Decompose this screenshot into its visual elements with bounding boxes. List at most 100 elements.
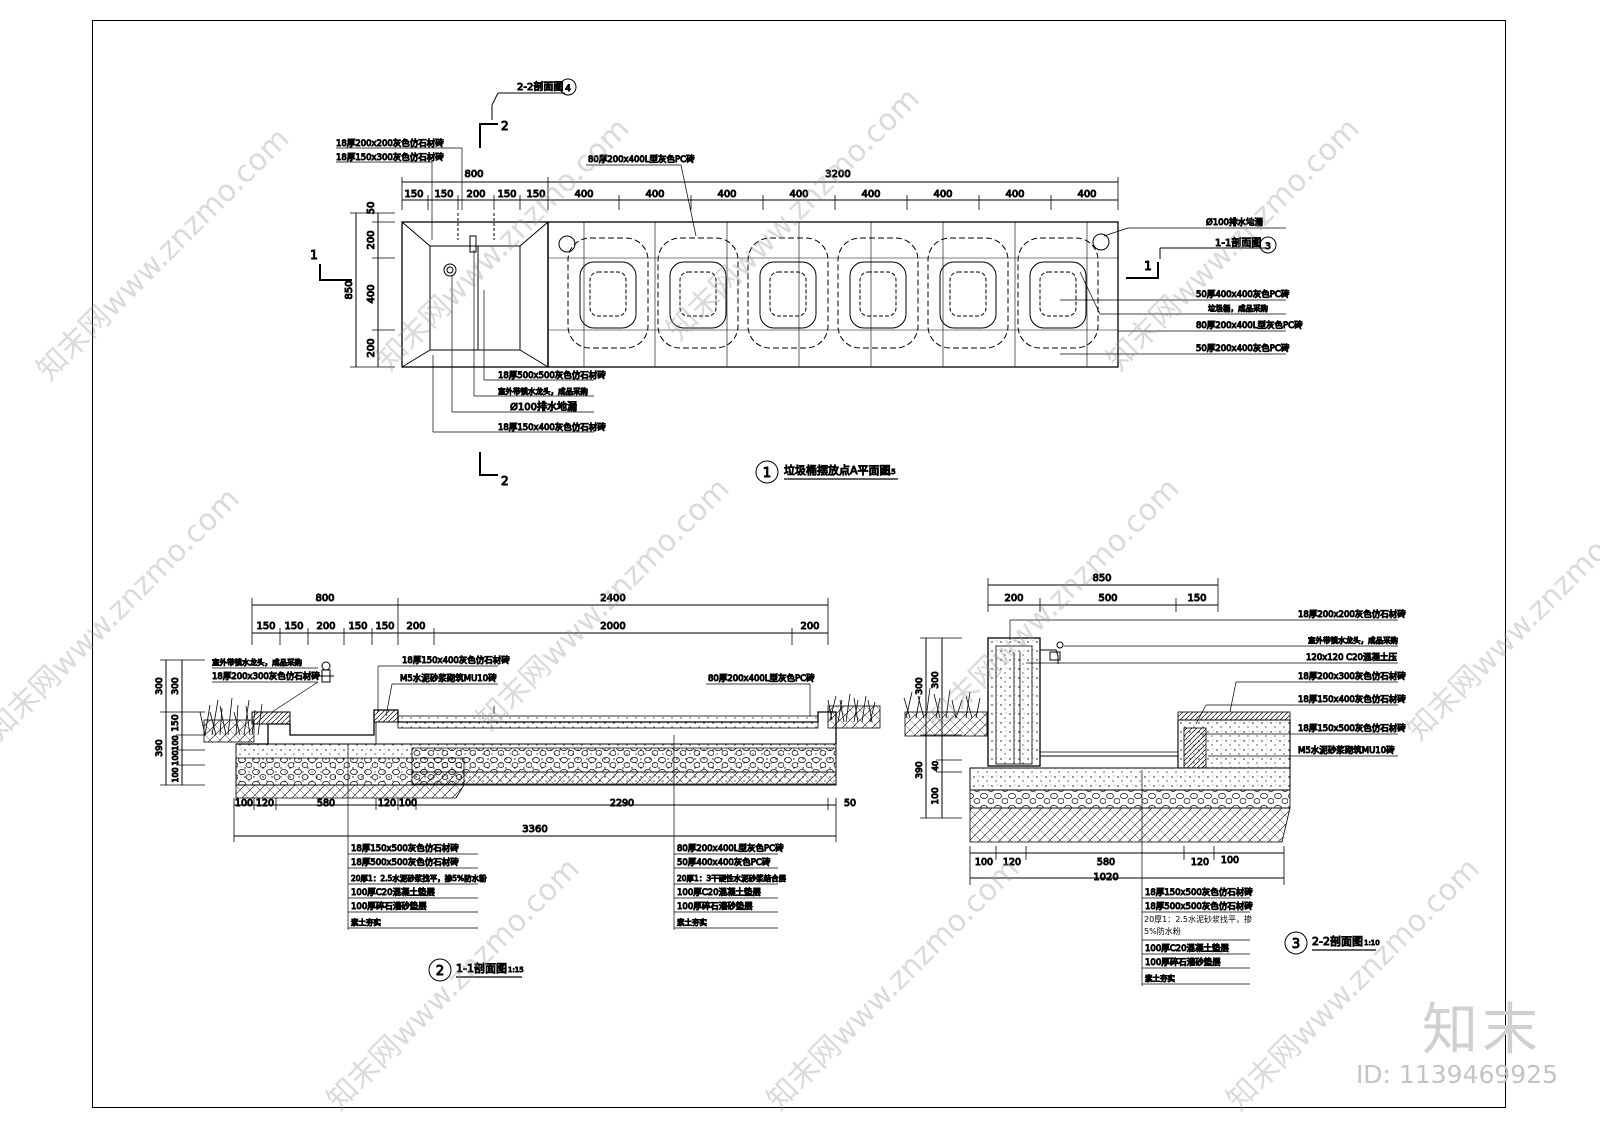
plan-title-scale: 1:15 xyxy=(880,468,896,476)
trash-bin-body xyxy=(849,261,907,329)
trash-bin-outline xyxy=(567,237,649,349)
trash-bin-body xyxy=(1029,261,1087,329)
trash-bin-body xyxy=(669,261,727,329)
s22-title-scale: 1:10 xyxy=(1364,939,1380,947)
s11-dim-left-inner: 150 xyxy=(171,714,181,731)
s11-dim-left-outer: 300 xyxy=(155,677,165,694)
plan-dim-bay: 400 xyxy=(574,189,593,200)
s11-title: 1-1剖面图 xyxy=(456,961,507,975)
s22-dim-bot: 120 xyxy=(1191,857,1209,868)
plan-label-b-0: 18厚500x500灰色仿石材砖 xyxy=(498,370,606,381)
s11-dim-sub: 150 xyxy=(375,621,394,632)
plan-dim-left-sub: 200 xyxy=(366,338,377,357)
s22-dim-left-inner: 40 xyxy=(931,761,940,771)
s11-label-top-1: 18厚200x300灰色仿石材砖 xyxy=(212,671,320,682)
trash-bin-outline xyxy=(837,237,919,349)
s22-dim-bot: 580 xyxy=(1097,857,1115,868)
plan-label-b-1: 室外带锁水龙头，成品采购 xyxy=(498,386,588,396)
s22-dim-total: 850 xyxy=(1092,573,1111,584)
plan-dim-sub: 150 xyxy=(497,189,516,200)
s11-dim-left-inner: 100 xyxy=(171,750,180,765)
trash-bin-lid xyxy=(949,271,987,317)
trash-bin-body xyxy=(939,261,997,329)
plan-dim-bay: 400 xyxy=(1077,189,1096,200)
section-marker-1-right: 1 xyxy=(1144,259,1152,273)
s11-legend-left: 100厚C20混凝土垫层 xyxy=(351,887,435,898)
s11-dim-sub: 150 xyxy=(284,621,303,632)
callout-22-num: 4 xyxy=(565,84,571,94)
plan-label-r-2: 垃圾桶，成品采购 xyxy=(1208,303,1268,313)
plan-dim-left-sub: 400 xyxy=(366,284,377,303)
trash-bin-lid xyxy=(1039,271,1077,317)
s22-legend: 18厚500x500灰色仿石材砖 xyxy=(1145,901,1253,912)
s22-legend: 100厚碎石灌砂垫层 xyxy=(1145,957,1221,968)
s11-label-top-0: 室外带锁水龙头，成品采购 xyxy=(212,657,302,667)
s22-title: 2-2剖面图 xyxy=(1312,934,1363,948)
s22-label-r: 18厚150x400灰色仿石材砖 xyxy=(1298,694,1406,705)
s11-dim-left-inner: 100 xyxy=(171,735,180,750)
plan-dim-bay: 400 xyxy=(1005,189,1024,200)
plan-label-b-3: 18厚150x400灰色仿石材砖 xyxy=(498,422,606,433)
s11-label-top-3: M5水泥砂浆砌筑MU10砖 xyxy=(400,673,497,684)
section-marker-2-bottom: 2 xyxy=(501,474,509,488)
trash-bin-lid xyxy=(859,271,897,317)
s22-dim-left-inner: 300 xyxy=(931,671,941,688)
section-marker-2-top: 2 xyxy=(501,119,509,133)
brand-logo: 知末 xyxy=(1422,998,1542,1063)
section-marker-1-left: 1 xyxy=(310,248,318,262)
s22-dim-total: 1020 xyxy=(1093,872,1118,883)
s22-dim-left-outer: 300 xyxy=(915,677,925,694)
s11-dim-sub: 2000 xyxy=(600,621,625,632)
s22-dim-sub: 150 xyxy=(1187,593,1206,604)
plan-label-top-mid: 80厚200x400L型灰色PC砖 xyxy=(588,154,695,165)
s22-label-r: M5水泥砂浆砌筑MU10砖 xyxy=(1298,745,1395,756)
s11-dim-sub: 150 xyxy=(256,621,275,632)
plan-dim-left-sub: 50 xyxy=(366,202,377,215)
image-id: ID: 1139469925 xyxy=(1355,1060,1558,1089)
trash-bin-outline xyxy=(927,237,1009,349)
s22-dim-bot: 100 xyxy=(1221,855,1239,866)
s11-dim-left-inner: 300 xyxy=(171,677,181,694)
plan-dim-sub: 150 xyxy=(434,189,453,200)
plan-view: 3200 800 150 150 200 150 150 400 400 400… xyxy=(310,78,1304,489)
trash-bin-body xyxy=(579,261,637,329)
plan-bin-area xyxy=(547,221,1119,368)
s22-dim-sub: 200 xyxy=(1004,593,1023,604)
s22-legend-wrap: 20厚1：2.5水泥砂浆找平，掺5%防水粉 xyxy=(1144,915,1252,936)
s11-dim-right: 2400 xyxy=(600,593,625,604)
s11-dim-sub: 150 xyxy=(348,621,367,632)
callout-22-label: 2-2剖面图 xyxy=(517,80,563,93)
s11-legend-left: 素土夯实 xyxy=(351,917,381,927)
plan-dim-left-group: 800 xyxy=(464,169,483,180)
s22-dim-left-inner: 100 xyxy=(931,787,941,804)
s22-dim-sub: 500 xyxy=(1098,593,1117,604)
plan-dim-sub: 150 xyxy=(526,189,545,200)
s11-legend-left: 18厚150x500灰色仿石材砖 xyxy=(351,843,459,854)
plan-dim-bay: 400 xyxy=(717,189,736,200)
callout-11-num: 3 xyxy=(1265,242,1271,252)
s22-title-number: 3 xyxy=(1292,937,1300,952)
s11-legend-right: 100厚碎石灌砂垫层 xyxy=(677,901,753,912)
faucet-icon xyxy=(318,661,334,683)
trash-bin-outline xyxy=(747,237,829,349)
s11-dim-left: 800 xyxy=(315,593,334,604)
plan-dim-sub: 200 xyxy=(466,189,485,200)
s11-legend-right: 80厚200x400L型灰色PC砖 xyxy=(677,843,784,854)
plan-label-r-1: 50厚400x400灰色PC砖 xyxy=(1196,289,1290,300)
plan-title-number: 1 xyxy=(763,466,771,481)
s22-legend: 素土夯实 xyxy=(1145,973,1175,983)
plan-dim-left-total: 850 xyxy=(344,280,355,299)
s11-legend-right: 100厚C20混凝土垫层 xyxy=(677,887,761,898)
trash-bin-outline xyxy=(1017,237,1099,349)
s22-dim-bot: 100 xyxy=(975,857,993,868)
s22-legend: 20厚1：2.5水泥砂浆找平，掺5%防水粉 xyxy=(1144,915,1252,936)
s22-legend: 100厚C20混凝土垫层 xyxy=(1145,943,1229,954)
s11-legend-right: 素土夯实 xyxy=(677,917,707,927)
trash-bin-body xyxy=(759,261,817,329)
plan-label-r-0: Ø100排水地漏 xyxy=(1206,217,1263,228)
s11-title-number: 2 xyxy=(436,964,444,979)
s11-legend-left: 20厚1：2.5水泥砂浆找平，掺5%防水粉 xyxy=(351,873,487,883)
trash-bin-lid xyxy=(769,271,807,317)
s11-dim-bot: 2290 xyxy=(610,798,634,809)
plan-dim-sub: 150 xyxy=(404,189,423,200)
